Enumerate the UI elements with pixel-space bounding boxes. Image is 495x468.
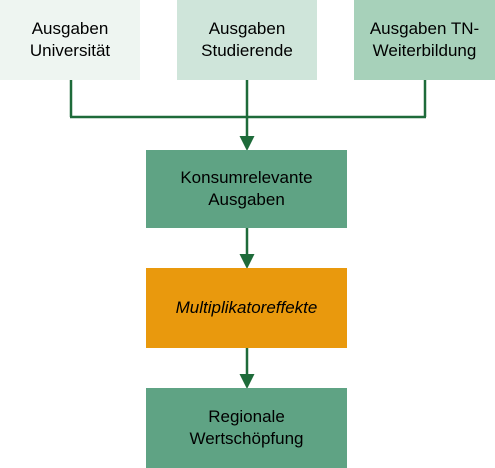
- source-box-weiterbildung: Ausgaben TN- Weiterbildung: [354, 0, 495, 80]
- flow-label-wertschoepfung: Regionale Wertschöpfung: [189, 406, 304, 448]
- flow-box-wertschoepfung: Regionale Wertschöpfung: [146, 388, 347, 468]
- source-label-weiterbildung: Ausgaben TN- Weiterbildung: [369, 18, 480, 60]
- source-box-studierende: Ausgaben Studierende: [177, 0, 317, 80]
- source-box-universitaet: Ausgaben Universität: [0, 0, 140, 80]
- flow-box-konsum: Konsumrelevante Ausgaben: [146, 150, 347, 228]
- flow-box-multiplikator: Multiplikatoreffekte: [146, 268, 347, 348]
- flow-label-konsum: Konsumrelevante Ausgaben: [180, 167, 313, 209]
- source-label-studierende: Ausgaben Studierende: [201, 18, 293, 60]
- source-label-universitaet: Ausgaben Universität: [29, 18, 111, 60]
- flow-label-multiplikator: Multiplikatoreffekte: [175, 297, 318, 317]
